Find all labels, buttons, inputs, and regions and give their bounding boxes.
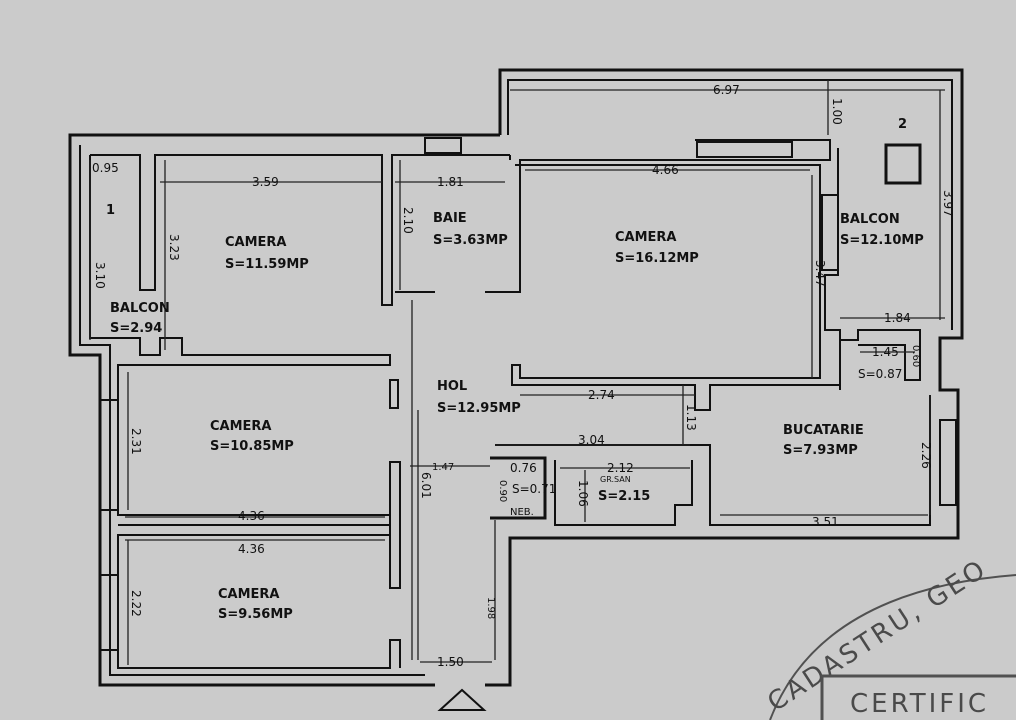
dim-label: 3.23	[167, 234, 181, 261]
sanitary-name: GR.SAN	[600, 475, 631, 484]
dim-label: 1.13	[684, 404, 698, 431]
dim-label: 3.47	[813, 260, 827, 287]
camera-4-area: S=9.56MP	[218, 607, 293, 622]
hall-area: S=12.95MP	[437, 401, 521, 416]
dim-label: 2.10	[401, 207, 415, 234]
dim-label: 1.00	[830, 98, 844, 125]
dim-label: 3.51	[812, 515, 839, 529]
dim-label: 1.98	[485, 597, 496, 619]
dim-label: 0.76	[510, 461, 537, 475]
dim-label: 1.50	[437, 655, 464, 669]
dim-label: 3.59	[252, 175, 279, 189]
camera-2-area: S=16.12MP	[615, 251, 699, 266]
balcony-2-number: 2	[898, 117, 907, 132]
dim-label: 2.26	[919, 442, 933, 469]
camera-3-area: S=10.85MP	[210, 439, 294, 454]
balcony-2-name: BALCON	[840, 212, 900, 227]
dim-label: 2.22	[129, 590, 143, 617]
dim-label: 4.36	[238, 509, 265, 523]
sanitary-area: S=2.15	[598, 489, 650, 504]
hall-name: HOL	[437, 379, 467, 394]
dim-label: 0.95	[92, 161, 119, 175]
dim-label: 3.04	[578, 433, 605, 447]
dim-label: 1.06	[576, 480, 590, 507]
dim-label: 2.74	[588, 388, 615, 402]
dim-label: 2.31	[129, 428, 143, 455]
wc-area: S=0.71	[512, 482, 556, 496]
balcony-1-area: S=2.94	[110, 321, 162, 336]
dim-label: 0.60	[910, 345, 921, 367]
dim-label: 1.47	[432, 462, 454, 473]
balcony-2-area: S=12.10MP	[840, 233, 924, 248]
wc-name: NEB.	[510, 507, 534, 518]
balcony-1-number: 1	[106, 203, 115, 218]
camera-3-name: CAMERA	[210, 419, 272, 434]
camera-1-name: CAMERA	[225, 235, 287, 250]
entrance-marker	[437, 688, 487, 711]
dim-label: 4.36	[238, 542, 265, 556]
walls	[68, 68, 964, 687]
cadastre-stamp: CADASTRU, GEO CERTIFIC	[762, 554, 1016, 720]
bathroom-name: BAIE	[433, 211, 467, 226]
dim-label: 2.12	[607, 461, 634, 475]
dim-label: 6.97	[713, 83, 740, 97]
balcony-1-name: BALCON	[110, 301, 170, 316]
dim-label: 1.81	[437, 175, 464, 189]
dimension-labels: 0.95 3.10 3.59 3.23 1.81 2.10 4.66 3.47 …	[92, 83, 955, 669]
kitchen-area: S=7.93MP	[783, 443, 858, 458]
camera-4-name: CAMERA	[218, 587, 280, 602]
camera-2-name: CAMERA	[615, 230, 677, 245]
kitchen-name: BUCATARIE	[783, 423, 864, 438]
dim-label: 4.66	[652, 163, 679, 177]
dim-label: 3.10	[93, 262, 107, 289]
stamp-box-text: CERTIFIC	[850, 689, 989, 719]
dimension-lines	[89, 80, 945, 665]
dim-label: 3.97	[941, 190, 955, 217]
dim-label: 1.84	[884, 311, 911, 325]
dim-label: 6.01	[419, 472, 433, 499]
room-labels: 1 BALCON S=2.94 CAMERA S=11.59MP BAIE S=…	[106, 117, 924, 622]
dim-label: 0.90	[497, 480, 508, 502]
storage-area: S=0.87	[858, 367, 902, 381]
camera-1-area: S=11.59MP	[225, 257, 309, 272]
dim-label: 1.45	[872, 345, 899, 359]
bathroom-area: S=3.63MP	[433, 233, 508, 248]
